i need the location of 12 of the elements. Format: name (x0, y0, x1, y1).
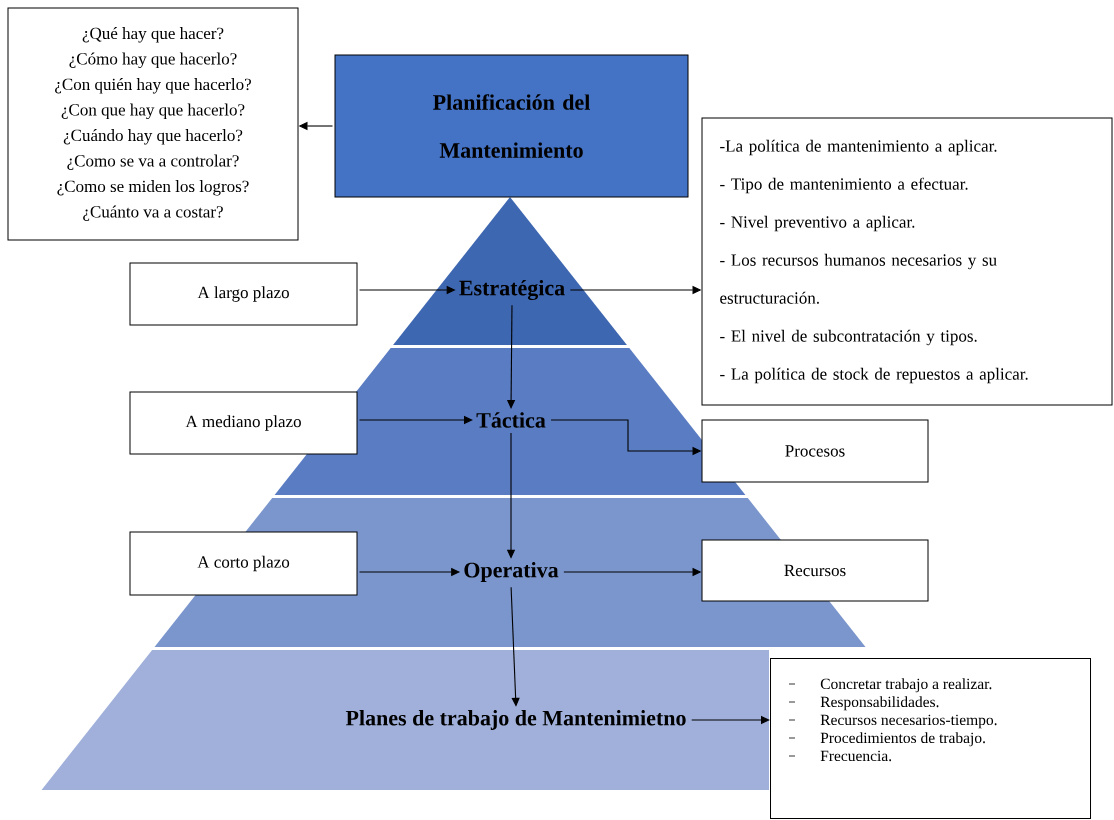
title-box: Planificación del Mantenimiento (334, 54, 689, 198)
result-box: Procesos (701, 419, 929, 483)
term-box: A largo plazo (129, 262, 358, 326)
result-box: Recursos (701, 539, 929, 602)
term-box: A corto plazo (129, 531, 358, 596)
task-list-box: Concretar trabajo a realizar. Responsabilidades. Recursos necesarios-tiempo. Procedimientos de trabajo. Frecuencia. (770, 658, 1091, 819)
question-box: ¿Qué hay que hacer? ¿Cómo hay que hacerlo? ¿Con quién hay que hacerlo? ¿Con que hay que hacerlo? ¿Cuándo hay que hacerlo? ¿Como se va a controlar? ¿Como se miden los logros? ¿Cuánto va a costar? (7, 7, 299, 241)
arrow (510, 586, 520, 707)
pyramid-band: Estratégica (393, 197, 627, 345)
policy-list-box: -La política de mantenimiento a aplicar. - Tipo de mantenimiento a efectuar. - Nivel preventivo a aplicar. - Los recursos humanos necesarios y su estructuración. - El nivel de subcontratación y tipos. - La política de stock de repuestos a aplicar. (701, 117, 1113, 406)
term-box: A mediano plazo (129, 391, 358, 455)
pyramid-band: Planes de trabajo de Mantenimietno (41, 650, 769, 790)
